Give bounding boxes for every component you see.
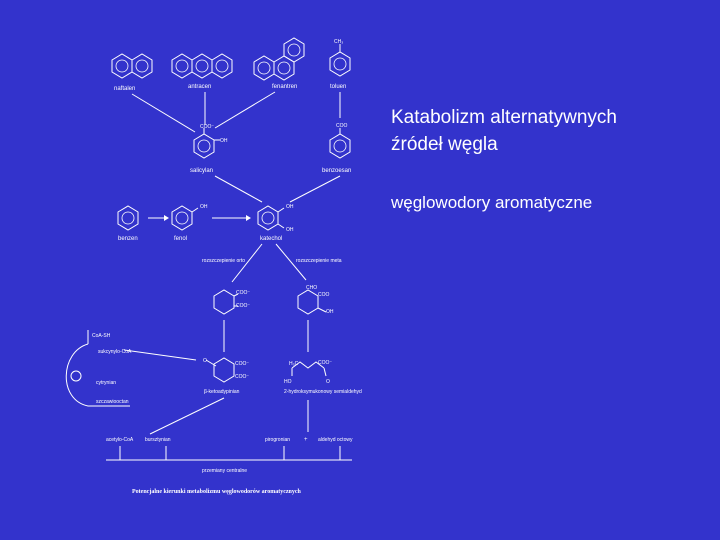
arrow-naftalen-salicylan xyxy=(131,93,196,133)
benzoesan-label: benzoesan xyxy=(322,168,351,174)
benzoesan-structure xyxy=(329,128,351,159)
benzen-structure xyxy=(117,205,139,231)
ketoadipate-o: O xyxy=(203,358,207,364)
arrow-benzoesan-katechol xyxy=(289,175,341,203)
cytrynian-label: cytrynian xyxy=(96,380,116,386)
katechol-structure xyxy=(257,205,285,231)
arrow-ketoadipate-tca xyxy=(149,397,225,435)
fenol-label: fenol xyxy=(174,236,187,242)
fenantren-structure xyxy=(253,37,305,81)
semialdehyde-label: 2-hydroksymukonowy semialdehyd xyxy=(284,389,362,395)
slide-title-line2: źródeł węgla xyxy=(391,134,498,155)
muconate-cooh1: COO⁻ xyxy=(236,290,250,296)
fenol-structure xyxy=(171,205,199,231)
pirogronian-label: pirogronian xyxy=(265,437,290,443)
arrow-fenantren-salicylan xyxy=(214,91,276,129)
naftalen-structure xyxy=(111,53,153,79)
katechol-oh2: OH xyxy=(286,227,294,233)
plus-sign: + xyxy=(304,437,308,443)
benzoesan-coo: COO xyxy=(336,123,348,129)
muconate-structure xyxy=(213,289,239,315)
arrow-katechol-meta xyxy=(275,243,307,281)
ketoadipate-cooh1: COO⁻ xyxy=(235,361,249,367)
toluen-ch3: CH₃ xyxy=(334,39,343,45)
toluen-label: toluen xyxy=(330,84,346,90)
sukcynylo-coa-label: sukcynylo-CoA xyxy=(98,349,132,355)
salicylan-structure xyxy=(193,128,220,159)
salicylan-label: salicylan xyxy=(190,168,213,174)
semialdehyde-ho: HO xyxy=(284,379,292,385)
bursztynian-label: bursztynian xyxy=(145,437,171,443)
fenol-oh: OH xyxy=(200,204,208,210)
ketoadipate-cooh2: COO⁻ xyxy=(235,374,249,380)
fenantren-label: fenantren xyxy=(272,84,297,90)
antracen-structure xyxy=(171,53,233,79)
semialdehyde-o: O xyxy=(326,379,330,385)
meta-coo: COO xyxy=(318,292,330,298)
slide-subtitle: węglowodory aromatyczne xyxy=(391,193,593,212)
slide-title-line1: Katabolizm alternatywnych xyxy=(391,107,617,128)
benzen-label: benzen xyxy=(118,236,138,242)
ketoadipate-label: β-ketoadypinian xyxy=(204,389,240,395)
acetylo-coa-label: acetylo-CoA xyxy=(106,437,134,443)
arrow-katechol-orto xyxy=(231,243,263,283)
aldehyd-octowy-label: aldehyd octowy xyxy=(318,437,353,443)
semialdehyde-coo: COO⁻ xyxy=(318,360,332,366)
tca-junction-circle xyxy=(70,370,82,382)
tca-cycle-loop xyxy=(65,343,130,407)
central-metabolism-label: przemiany centralne xyxy=(202,468,247,474)
ortho-cleavage-label: rozszczepienie orto xyxy=(202,258,245,264)
toluen-structure xyxy=(329,44,351,77)
antracen-label: antracen xyxy=(188,84,211,90)
meta-cho: CHO xyxy=(306,285,317,291)
semialdehyde-ring-structure xyxy=(297,289,327,315)
semialdehyde-h3c: H₃C xyxy=(289,361,299,367)
semialdehyde-chain-structure xyxy=(291,361,327,377)
ketoadipate-structure xyxy=(205,357,235,383)
meta-oh: OH xyxy=(326,309,334,315)
meta-cleavage-label: rozszczepienie meta xyxy=(296,258,342,264)
arrow-salicylan-katechol xyxy=(214,175,263,203)
salicylan-cooh: COO⁻ xyxy=(200,124,214,130)
diagram-caption: Potencjalne kierunki metabolizmu węglowo… xyxy=(132,489,302,495)
muconate-cooh2: COO⁻ xyxy=(236,303,250,309)
slide-title: Katabolizm alternatywnych źródeł węgla xyxy=(391,104,711,158)
szczawiooctan-label: szczawiooctan xyxy=(96,399,129,405)
katechol-label: katechol xyxy=(260,236,282,242)
salicylan-oh: OH xyxy=(220,138,228,144)
coa-sh-label: CoA-SH xyxy=(92,333,111,339)
naftalen-label: naftalen xyxy=(114,86,135,92)
katechol-oh1: OH xyxy=(286,204,294,210)
